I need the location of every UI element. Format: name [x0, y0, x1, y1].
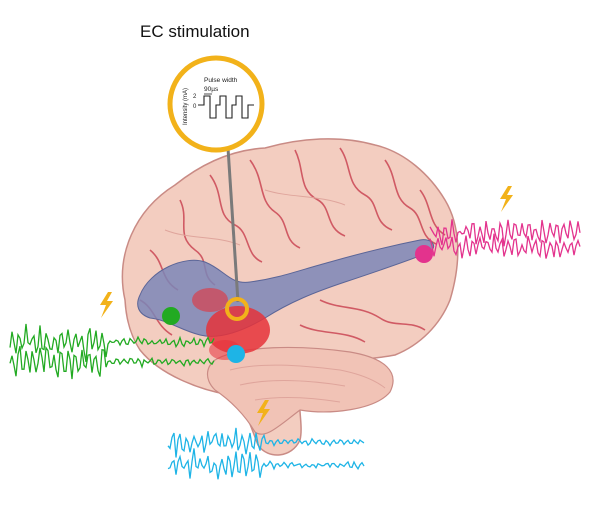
inset-y-tick-top: 2: [193, 94, 197, 100]
trace-magenta: [429, 219, 581, 259]
inset-pulse-value: 90µs: [204, 86, 219, 93]
pulse-waveform: [198, 95, 254, 119]
trace-cyan: [167, 427, 365, 480]
stimulation-inset: Pulse width 90µs Intensity (mA) 2 0: [167, 55, 265, 303]
bolt-icon-left: [100, 292, 113, 318]
electrode-cyan: [227, 345, 245, 363]
inset-pulse-label: Pulse width: [204, 77, 238, 84]
inset-ring: [167, 55, 265, 153]
bolt-icon-bottom: [257, 400, 270, 426]
figure-title: EC stimulation: [140, 22, 250, 41]
trace-green-line-1: [9, 323, 215, 363]
brain-lower-lobe: [206, 346, 394, 435]
lightning-bolts: [100, 186, 513, 426]
electrode-green: [162, 307, 180, 325]
trace-green: [9, 323, 215, 380]
inset-y-tick-bottom: 0: [193, 104, 197, 110]
trace-green-line-2: [9, 345, 215, 380]
trace-magenta-line-2: [429, 233, 581, 259]
electrode-magenta: [415, 245, 433, 263]
lesion-region: [192, 288, 270, 360]
trace-cyan-line-2: [167, 448, 365, 480]
electrodes: [162, 245, 433, 363]
inset-y-label: Intensity (mA): [183, 88, 189, 125]
trace-magenta-line-1: [429, 219, 581, 247]
probe-line: [226, 147, 240, 303]
trace-cyan-line-1: [167, 427, 365, 458]
electrode-stim-site: [225, 297, 249, 321]
bolt-icon-right: [500, 186, 513, 212]
